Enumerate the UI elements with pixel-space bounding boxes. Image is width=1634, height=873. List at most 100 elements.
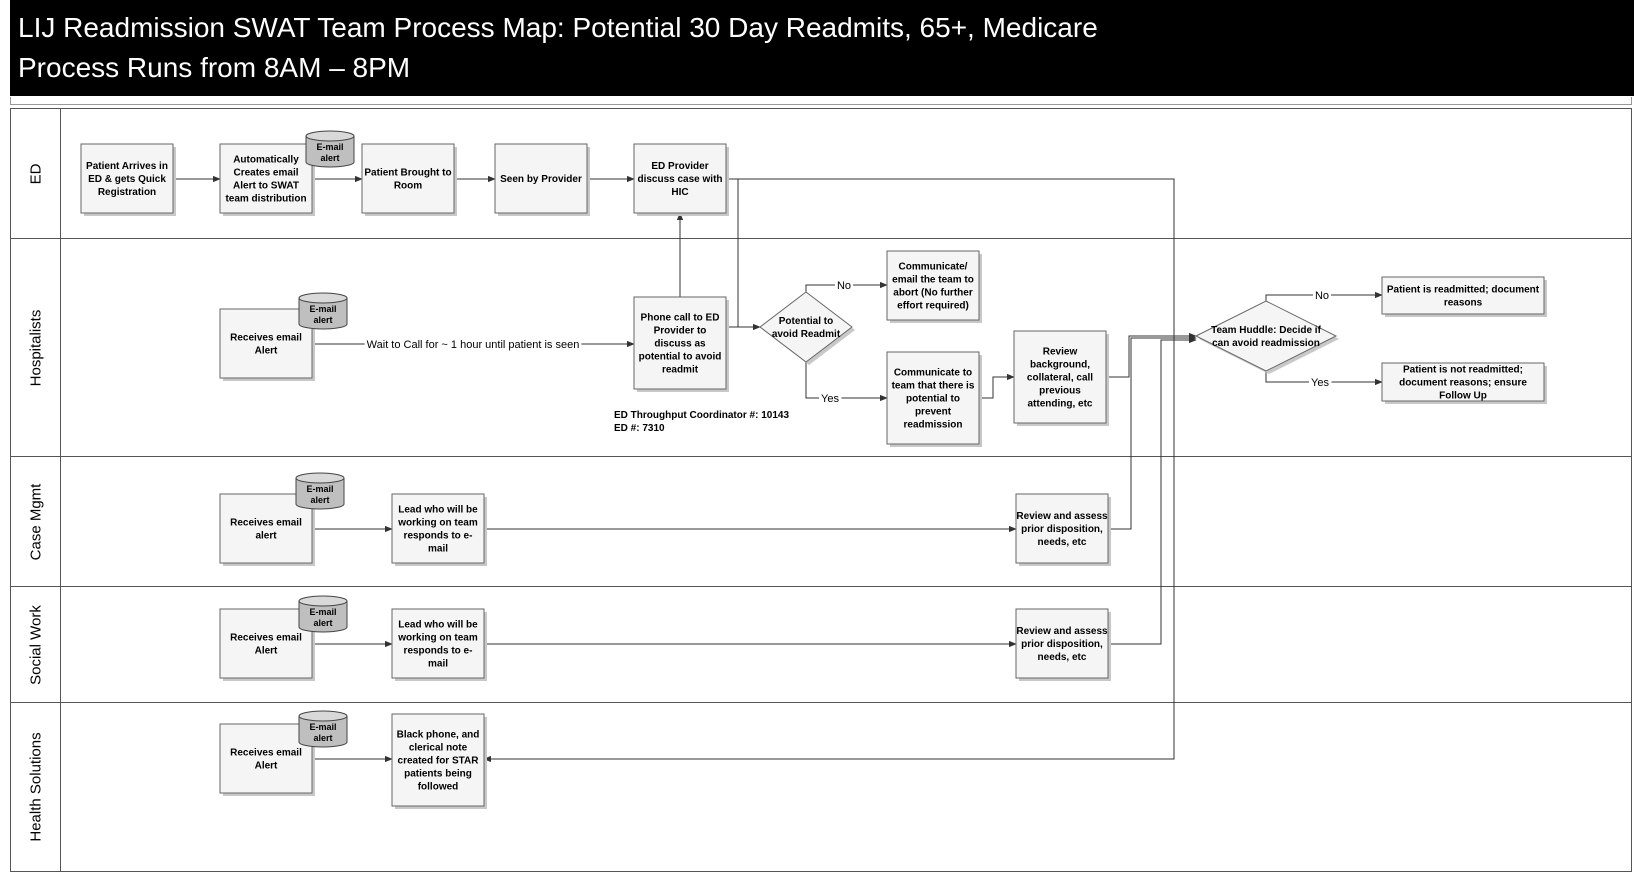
edge-label-no-huddle-bg (1312, 290, 1332, 302)
lane-social-work: Social Work (11, 587, 1631, 703)
process-box (219, 608, 313, 679)
edge-label-no-decision: No (837, 280, 851, 292)
cylinder-body (298, 601, 348, 633)
page-title: LIJ Readmission SWAT Team Process Map: P… (18, 12, 1098, 43)
cylinder-body (298, 298, 348, 330)
lane-header-hospitalists: Hospitalists (11, 239, 61, 456)
node-ed-seen[interactable]: Seen by Provider (494, 143, 590, 216)
title-separator (10, 97, 1632, 105)
edge-huddle-yes (1265, 371, 1383, 386)
process-box (391, 608, 485, 679)
lane-ed: ED (11, 109, 1631, 239)
lane-case-mgmt: Case Mgmt (11, 457, 1631, 587)
process-box (391, 713, 485, 807)
process-box (361, 143, 455, 214)
process-box (80, 143, 174, 214)
edge-label-wait: Wait to Call for ~ 1 hour until patient … (367, 339, 580, 351)
cylinder-body (298, 716, 348, 748)
edge-label-yes-huddle-bg (1309, 377, 1332, 389)
process-box (633, 143, 727, 214)
cylinder-top (298, 595, 348, 607)
cylinder-body (295, 478, 345, 510)
process-box (219, 723, 313, 794)
lane-header-case-mgmt: Case Mgmt (11, 457, 61, 586)
cylinder-body (305, 136, 355, 168)
edge-huddle-no (1265, 291, 1383, 301)
edge-discuss-to-black-phone (483, 178, 1175, 763)
process-box (494, 143, 588, 214)
process-box (391, 493, 485, 564)
process-box (1381, 362, 1545, 402)
node-label-ed-seen: Seen by Provider (500, 174, 582, 185)
edge-sw-review-to-huddle (1108, 336, 1197, 645)
process-box (1015, 608, 1109, 679)
decision-diamond (1194, 300, 1338, 372)
edge-comm-to-review (979, 373, 1015, 399)
edge-label-yes-decision: Yes (821, 393, 839, 405)
edge-label-yes-huddle: Yes (1311, 377, 1329, 389)
process-box (1013, 330, 1107, 424)
process-box (219, 143, 313, 214)
edges-layer (173, 175, 1383, 763)
process-box (219, 308, 313, 379)
cylinder-top (295, 472, 345, 484)
cylinder-top (298, 710, 348, 722)
edge-label-no-decision-bg (834, 280, 854, 292)
process-box (219, 493, 313, 564)
process-box (1015, 493, 1109, 564)
lane-header-ed: ED (11, 109, 61, 238)
cylinder-top (305, 130, 355, 142)
lane-hospitalists: Hospitalists (11, 239, 1631, 457)
edge-label-wait-bg (364, 339, 582, 351)
lane-header-health-solutions: Health Solutions (11, 703, 61, 871)
edge-review-to-huddle (1106, 332, 1197, 378)
node-h-notreadmitted[interactable]: Patient is not readmitted;document reaso… (1381, 362, 1547, 404)
